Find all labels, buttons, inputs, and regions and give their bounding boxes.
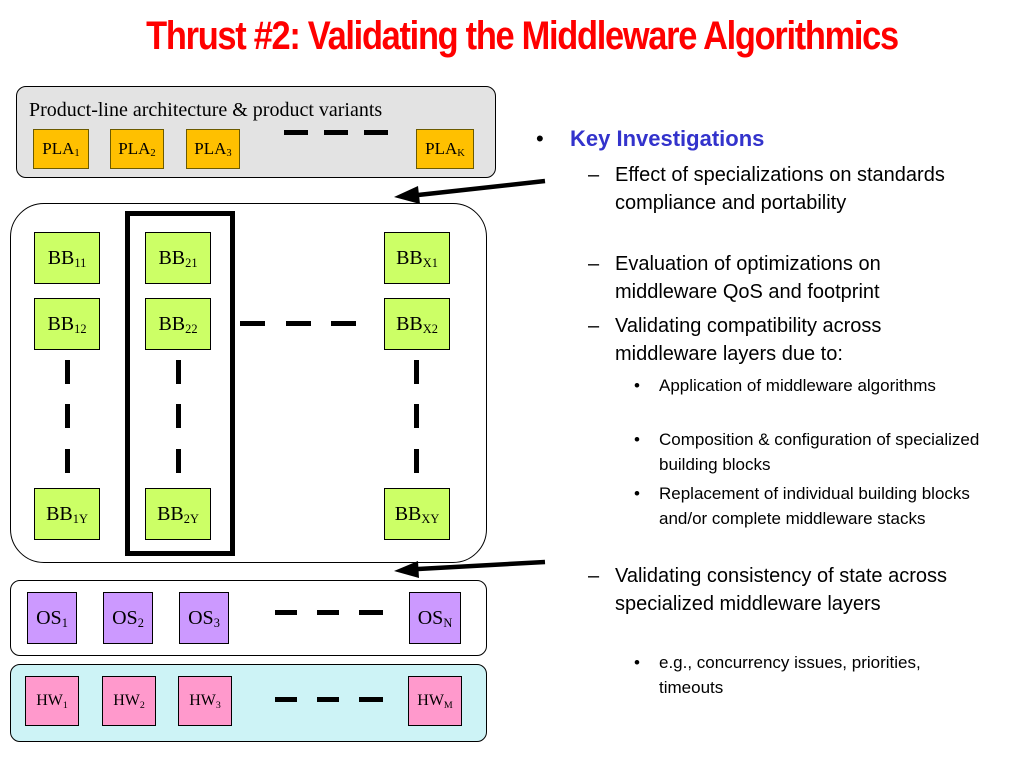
ellipsis-dash bbox=[317, 610, 339, 615]
ellipsis-dash bbox=[414, 449, 419, 473]
ellipsis-dash bbox=[359, 610, 383, 615]
arrowhead-icon bbox=[394, 561, 419, 578]
dash-marker: – bbox=[588, 253, 600, 275]
dash-marker: – bbox=[588, 565, 600, 587]
bullet-marker: • bbox=[634, 376, 640, 395]
ellipsis-dash bbox=[65, 404, 70, 428]
bullet-marker: • bbox=[634, 430, 640, 449]
ellipsis-dash bbox=[414, 360, 419, 384]
ellipsis-dash bbox=[65, 449, 70, 473]
bullet-marker: • bbox=[634, 484, 640, 503]
arrow-to-bb-panel bbox=[417, 178, 546, 198]
bullet-marker: • bbox=[634, 653, 640, 672]
dash-marker: – bbox=[588, 164, 600, 186]
ellipsis-dash bbox=[364, 130, 388, 135]
ellipsis-dash bbox=[176, 360, 181, 384]
arrow-to-os-panel bbox=[417, 559, 546, 572]
dash-marker: – bbox=[588, 315, 600, 337]
ellipsis-dash bbox=[176, 449, 181, 473]
ellipsis-dash bbox=[414, 404, 419, 428]
ellipsis-dash bbox=[275, 697, 297, 702]
ellipsis-dash bbox=[65, 360, 70, 384]
ellipsis-dash bbox=[359, 697, 383, 702]
item-text: Composition & configuration of specializ… bbox=[659, 430, 980, 474]
selected-column-frame bbox=[125, 211, 235, 556]
ellipsis-dash bbox=[324, 130, 348, 135]
item-text: Validating compatibility across middlewa… bbox=[615, 315, 882, 365]
ellipsis-dash bbox=[176, 404, 181, 428]
item-text: Validating consistency of state across s… bbox=[615, 565, 948, 615]
heading-text: Key Investigations bbox=[570, 126, 765, 151]
ellipsis-dash bbox=[317, 697, 339, 702]
item-text: Effect of specializations on standards c… bbox=[615, 164, 945, 214]
ellipsis-dash bbox=[286, 321, 311, 326]
item-text: Evaluation of optimizations on middlewar… bbox=[615, 253, 881, 303]
item-text: Replacement of individual building block… bbox=[659, 484, 970, 528]
ellipsis-dash bbox=[284, 130, 308, 135]
ellipsis-dash bbox=[240, 321, 265, 326]
bullet-marker: • bbox=[536, 126, 544, 151]
os-panel bbox=[10, 580, 487, 656]
ellipsis-dash bbox=[331, 321, 356, 326]
slide-title: Thrust #2: Validating the Middleware Alg… bbox=[146, 14, 899, 58]
item-text: e.g., concurrency issues, priorities, ti… bbox=[659, 653, 921, 697]
hw-panel bbox=[10, 664, 487, 742]
pla-caption: Product-line architecture & product vari… bbox=[29, 99, 383, 121]
ellipsis-dash bbox=[275, 610, 297, 615]
arrowhead-icon bbox=[394, 186, 420, 204]
item-text: Application of middleware algorithms bbox=[659, 376, 936, 395]
